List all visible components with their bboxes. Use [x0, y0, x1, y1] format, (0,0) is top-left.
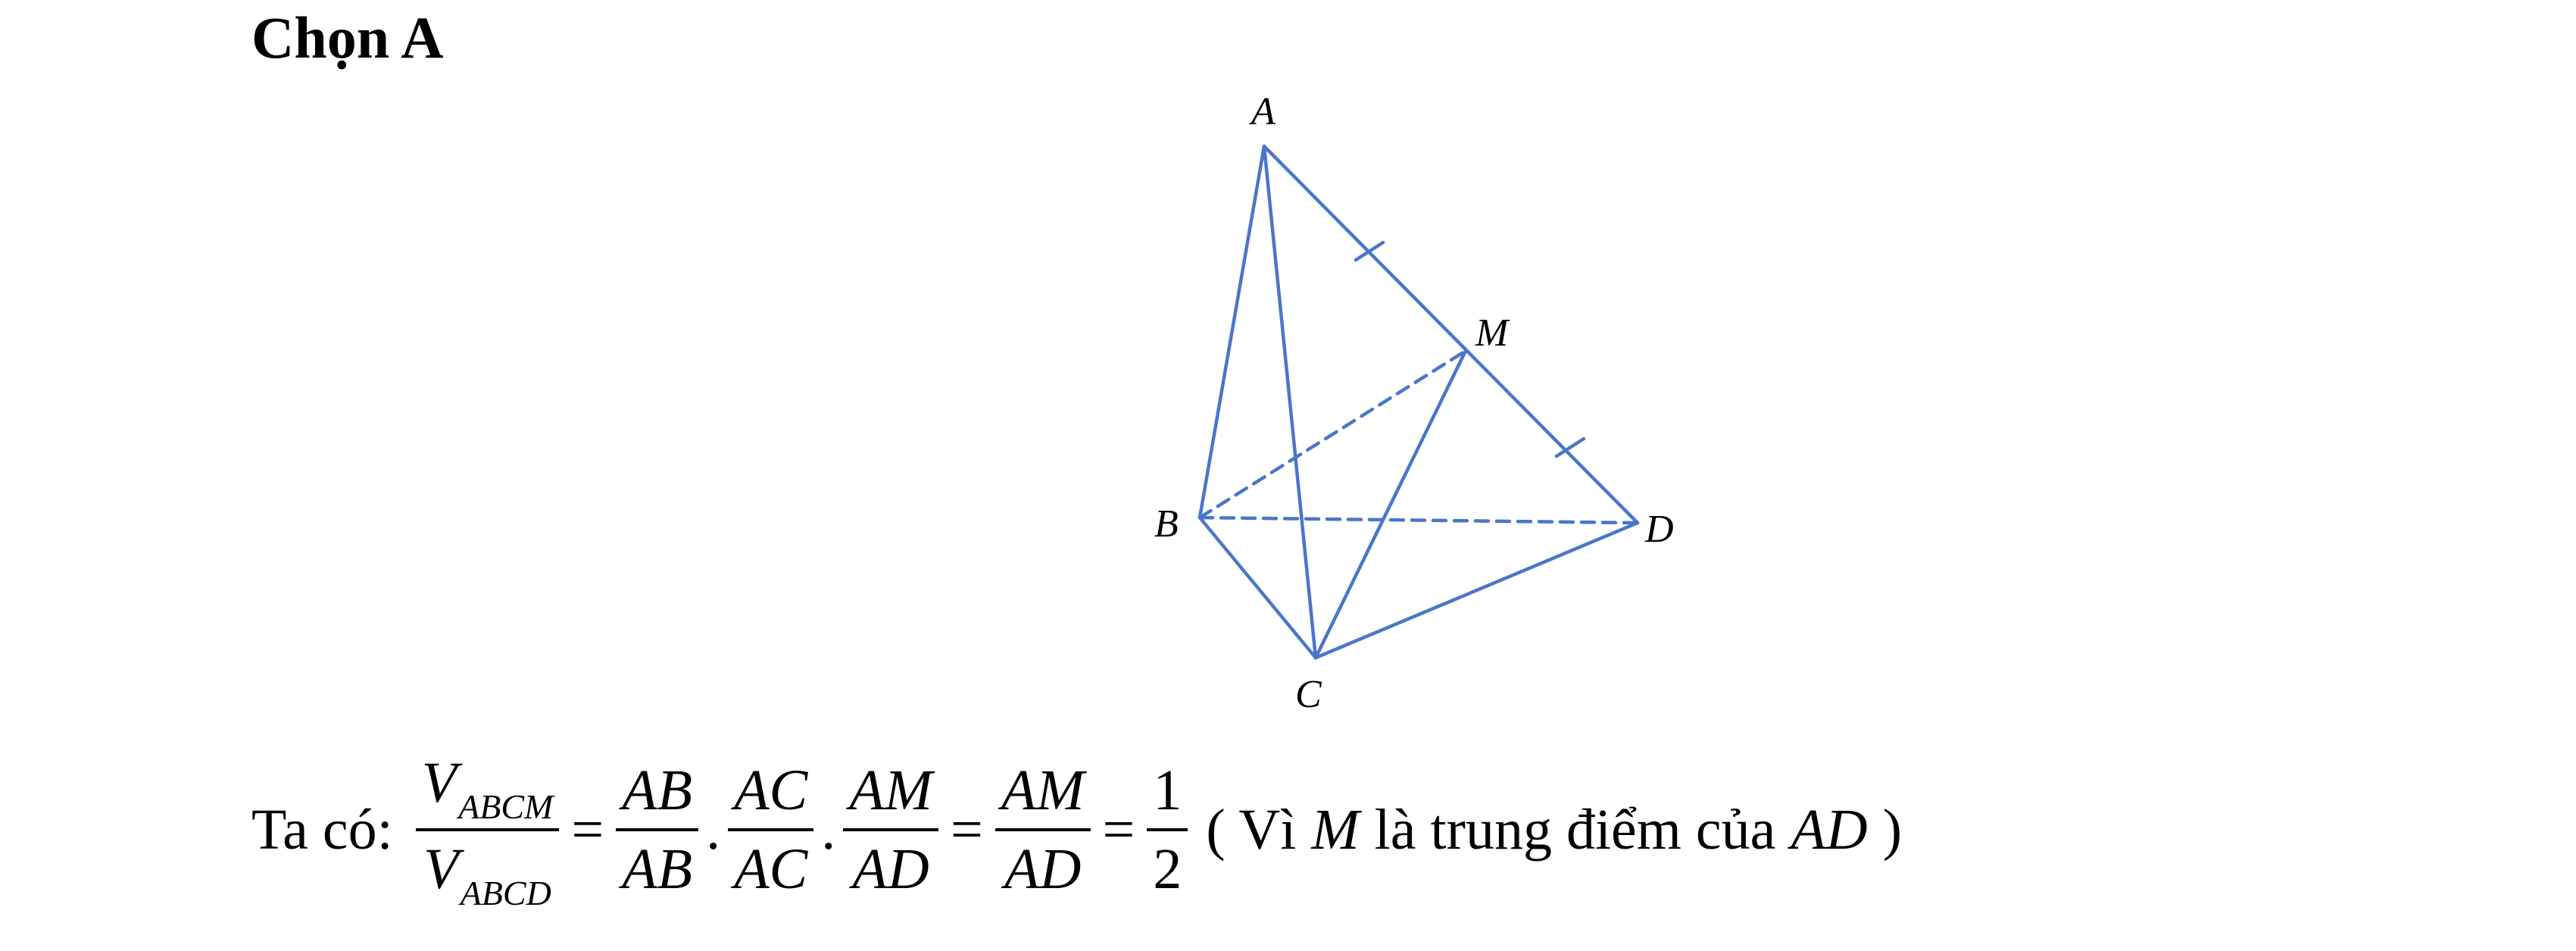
edge-ac — [1262, 144, 1318, 660]
edge-cm — [1313, 349, 1468, 660]
fraction-denominator: VABCD — [417, 831, 557, 915]
note-middle: là trung điểm của — [1374, 797, 1776, 862]
fraction-numerator: AM — [1001, 759, 1085, 822]
fraction-denominator: AD — [852, 837, 929, 901]
fraction-bar — [843, 828, 938, 831]
volume-symbol: V — [421, 751, 457, 815]
formula-lead: Ta có: — [251, 797, 393, 862]
fraction-denominator: AD — [1004, 837, 1082, 901]
fraction-am-ad-simplified: AM AD — [994, 752, 1091, 907]
fraction-bar — [994, 828, 1091, 831]
note-close: ) — [1882, 797, 1902, 862]
tick-mark-md — [1554, 436, 1586, 458]
fraction-one-half: 1 2 — [1147, 752, 1188, 907]
fraction-bar — [616, 828, 699, 831]
tetrahedron-edges — [1197, 144, 1640, 660]
volume-subscript: ABCM — [458, 787, 554, 826]
tick-mark-am — [1354, 240, 1385, 262]
fraction-denominator: 2 — [1153, 837, 1182, 901]
fraction-ac-ac: AC AC — [728, 752, 814, 907]
edge-bc — [1197, 515, 1318, 660]
answer-heading: Chọn A — [251, 5, 444, 70]
fraction-volume-ratio: VABCM VABCD — [415, 745, 560, 915]
edge-bm-hidden — [1197, 349, 1468, 520]
volume-subscript: ABCD — [460, 874, 551, 912]
fraction-bar — [415, 828, 560, 831]
volume-ratio-formula: Ta có: VABCM VABCD = AB AB . AC AC . AM … — [251, 739, 1902, 921]
label-b: B — [1154, 502, 1179, 546]
fraction-denominator: AB — [622, 837, 693, 901]
fraction-numerator: VABCM — [416, 745, 560, 828]
fraction-numerator: AM — [849, 759, 932, 822]
fraction-ab-ab: AB AB — [616, 752, 699, 907]
tetrahedron-figure: A M B D C — [1154, 90, 1674, 716]
edge-bd-hidden — [1197, 515, 1640, 525]
fraction-bar — [728, 828, 814, 831]
fraction-denominator: AC — [734, 837, 808, 901]
note-open: ( Vì — [1206, 797, 1297, 862]
equals-sign: = — [571, 797, 604, 862]
edge-ad — [1262, 144, 1640, 525]
label-d: D — [1644, 508, 1674, 551]
multiply-dot: . — [821, 797, 836, 862]
note-segment-ad: AD — [1791, 797, 1868, 862]
multiply-dot: . — [706, 797, 721, 862]
edge-cd — [1313, 521, 1640, 660]
fraction-am-ad: AM AD — [843, 752, 938, 907]
label-c: C — [1295, 673, 1322, 716]
fraction-numerator: 1 — [1153, 759, 1182, 822]
equals-sign: = — [1102, 797, 1135, 862]
edge-ab — [1197, 144, 1266, 520]
equals-sign: = — [950, 797, 983, 862]
fraction-bar — [1147, 828, 1188, 831]
label-a: A — [1249, 90, 1276, 133]
note-point-m: M — [1311, 797, 1360, 862]
fraction-numerator: AC — [734, 759, 808, 822]
label-m: M — [1475, 311, 1510, 355]
volume-symbol: V — [423, 837, 459, 901]
fraction-numerator: AB — [622, 759, 693, 822]
